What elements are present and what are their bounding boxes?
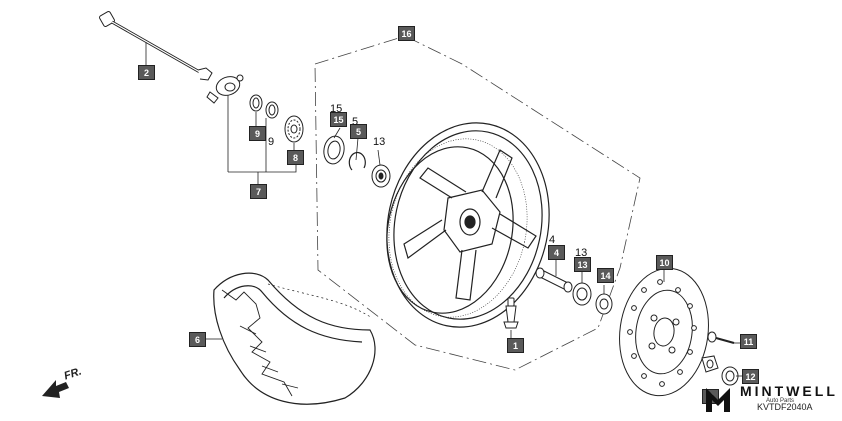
seal-right	[595, 293, 613, 315]
callout-8: 8	[287, 150, 304, 165]
plain-label-15: 15	[330, 103, 343, 115]
brand-tagline: Auto Parts	[766, 398, 795, 404]
direction-arrow	[42, 380, 69, 398]
group-bracket	[228, 165, 297, 173]
tire	[213, 272, 376, 405]
brand-logo-icon	[706, 388, 730, 412]
plain-label-13: 13	[373, 136, 386, 148]
callout-13: 13	[574, 257, 591, 272]
callout-2: 2	[138, 65, 155, 80]
drive-gear	[284, 115, 304, 143]
axle-nut	[701, 355, 719, 373]
callout-1: 1	[507, 338, 524, 353]
callout-4: 4	[548, 245, 565, 260]
callout-10: 10	[656, 255, 673, 270]
plain-label-13b: 13	[575, 247, 588, 259]
callout-7: 7	[250, 184, 267, 199]
callout-12: 12	[742, 369, 759, 384]
dust-seal	[323, 135, 345, 165]
callout-5: 5	[350, 124, 367, 139]
callout-14: 14	[597, 268, 614, 283]
circlip	[348, 151, 366, 171]
plain-label-4: 4	[549, 234, 556, 246]
plain-label-5: 5	[352, 116, 359, 128]
lock-nut	[721, 366, 739, 386]
plain-label-9: 9	[268, 136, 275, 148]
bearing-left	[371, 164, 391, 188]
wheel-rim	[386, 122, 550, 328]
callout-15: 15	[330, 112, 347, 127]
valve-stem	[503, 297, 519, 329]
callout-16: 16	[398, 26, 415, 41]
brand-name: MINTWELL	[740, 383, 838, 399]
bearing-right	[572, 282, 592, 306]
callout-6: 6	[189, 332, 206, 347]
diagram-code: KVTDF2040A	[757, 402, 813, 412]
axle-bolt	[99, 11, 213, 81]
callout-11: 11	[740, 334, 757, 349]
callout-9: 9	[249, 126, 266, 141]
distance-collar	[535, 267, 573, 293]
brake-disc	[619, 267, 709, 397]
disc-bolt	[707, 331, 735, 344]
axle-collar	[206, 74, 244, 104]
spacer-rings	[249, 94, 279, 119]
